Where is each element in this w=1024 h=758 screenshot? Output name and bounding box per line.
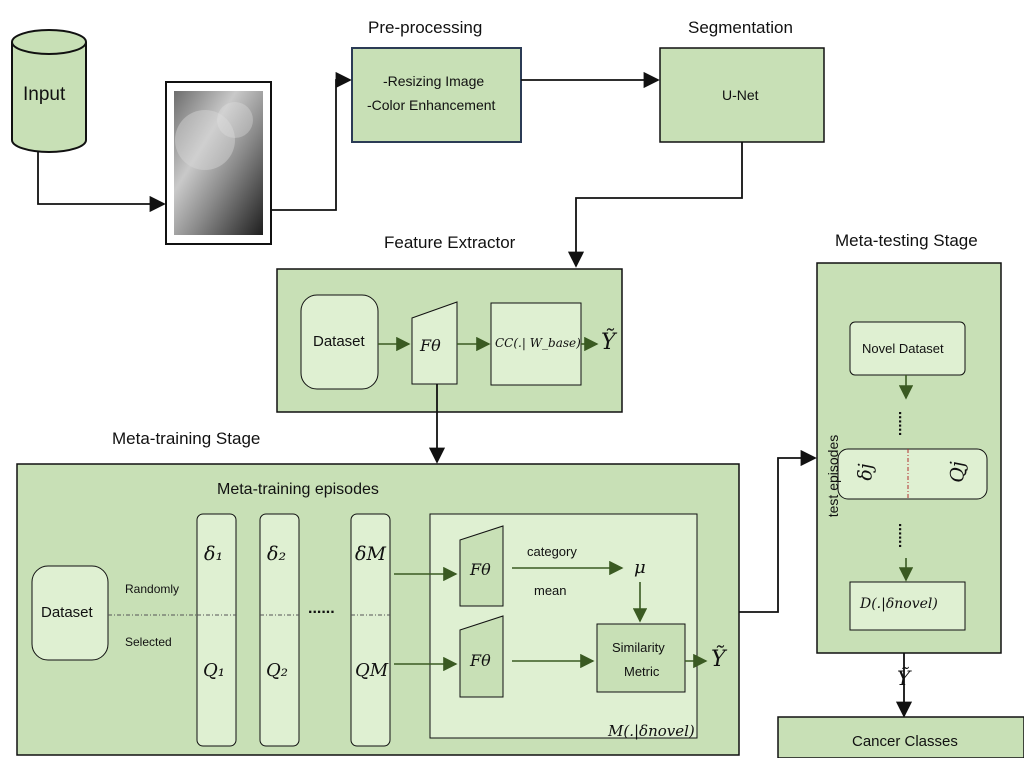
q-j-label: Qj	[946, 461, 969, 483]
mt-f-theta-top	[459, 525, 504, 607]
test-episode-box	[837, 448, 988, 500]
meta-training-episodes-title: Meta-training episodes	[217, 481, 379, 498]
segmentation-box	[659, 47, 825, 143]
fe-dataset-box	[300, 294, 379, 390]
fe-classifier-label: CC(.| W_base)	[495, 336, 581, 350]
mean-label: mean	[534, 583, 567, 598]
fe-dataset-label: Dataset	[313, 333, 365, 350]
inner-arrows	[378, 336, 914, 672]
preprocessing-line2: -Color Enhancement	[367, 97, 496, 113]
novel-dataset-label: Novel Dataset	[862, 341, 944, 356]
d-novel-label: D(.|δnovel)	[860, 596, 938, 612]
query-1: Q₁	[203, 660, 225, 681]
mt-output-label: Ỹ	[711, 647, 726, 672]
randomly-label: Randomly	[125, 582, 180, 596]
segmentation-title: Segmentation	[688, 18, 793, 37]
meta-training-title: Meta-training Stage	[112, 429, 261, 448]
test-dots-top: ......	[895, 410, 913, 437]
category-label: category	[527, 544, 577, 559]
mt-dataset-box	[31, 565, 109, 661]
fe-f-theta-label: Fθ	[420, 336, 441, 355]
d-novel-box	[849, 581, 966, 631]
feature-extractor-title: Feature Extractor	[384, 233, 516, 252]
episode-column-m	[350, 513, 391, 747]
meta-testing-title: Meta-testing Stage	[835, 231, 978, 250]
connectors	[37, 71, 913, 718]
delta-j-label: δj	[854, 463, 877, 481]
mt-f-theta-bottom	[459, 615, 504, 698]
test-dots-bottom: ......	[895, 522, 913, 549]
mt-f-theta-top-label: Fθ	[470, 560, 491, 579]
fe-classifier-box	[490, 302, 582, 386]
unet-label: U-Net	[722, 87, 759, 103]
fe-output-label: Ỹ	[601, 330, 616, 355]
novel-dataset-box	[849, 321, 966, 376]
mammogram-image	[165, 81, 272, 245]
support-1: δ₁	[204, 543, 224, 565]
test-episodes-label: test episodes	[825, 434, 841, 518]
mtest-output-label: Ỹ	[897, 666, 911, 690]
preprocessing-title: Pre-processing	[368, 18, 483, 37]
support-m: δM	[355, 543, 386, 565]
preprocessing-line1: -Resizing Image	[383, 73, 485, 89]
episodes-ellipsis: ......	[308, 600, 335, 617]
episode-column-2	[259, 513, 300, 747]
query-2: Q₂	[266, 660, 288, 681]
query-m: QM	[355, 660, 389, 681]
support-2: δ₂	[267, 543, 287, 565]
input-label: Input	[23, 84, 66, 105]
similarity-line2: Metric	[624, 664, 660, 679]
episode-column-1	[196, 513, 237, 747]
fe-f-theta-trapezoid	[411, 301, 458, 385]
similarity-metric-box	[596, 623, 686, 693]
mt-dataset-label: Dataset	[41, 604, 93, 621]
selected-label: Selected	[125, 635, 172, 649]
mt-f-theta-bottom-label: Fθ	[470, 651, 491, 670]
cancer-classes-label: Cancer Classes	[852, 733, 958, 750]
mu-label: μ	[634, 557, 646, 578]
preprocessing-box	[351, 47, 522, 143]
input-cylinder-icon	[11, 29, 87, 153]
model-label: M(.|δnovel)	[608, 722, 695, 740]
similarity-line1: Similarity	[612, 640, 665, 655]
